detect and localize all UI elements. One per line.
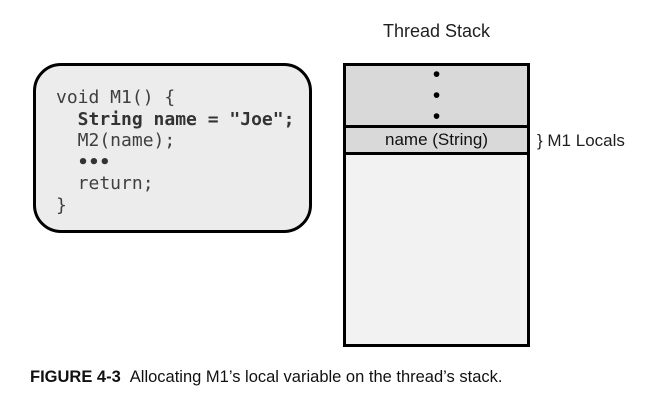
figure-caption: FIGURE 4-3 Allocating M1’s local variable… bbox=[30, 368, 502, 387]
code-snippet-box: void M1() { String name = "Joe"; M2(name… bbox=[33, 63, 312, 233]
code-line-1: void M1() { bbox=[56, 87, 176, 108]
stack-prior-frames-section: • • • bbox=[346, 63, 527, 128]
vertical-ellipsis-dot: • bbox=[432, 63, 441, 86]
vertical-ellipsis-dot: • bbox=[432, 84, 441, 107]
stack-m1-locals-cell: name (String) bbox=[346, 128, 527, 155]
vertical-ellipsis-dot: • bbox=[432, 105, 441, 128]
figure-caption-label: FIGURE 4-3 bbox=[30, 368, 121, 386]
code-line-4-ellipsis: ••• bbox=[56, 151, 111, 173]
code-line-5: return; bbox=[56, 173, 154, 194]
code-line-2: String name = "Joe"; bbox=[56, 108, 295, 130]
figure-caption-text: Allocating M1’s local variable on the th… bbox=[129, 368, 503, 386]
thread-stack-title: Thread Stack bbox=[382, 21, 491, 41]
m1-locals-annotation: } M1 Locals bbox=[537, 131, 625, 150]
stack-empty-section bbox=[346, 155, 527, 344]
thread-stack-box: • • • name (String) bbox=[343, 63, 530, 347]
code-line-3: M2(name); bbox=[56, 130, 176, 151]
code-line-6: } bbox=[56, 194, 67, 216]
